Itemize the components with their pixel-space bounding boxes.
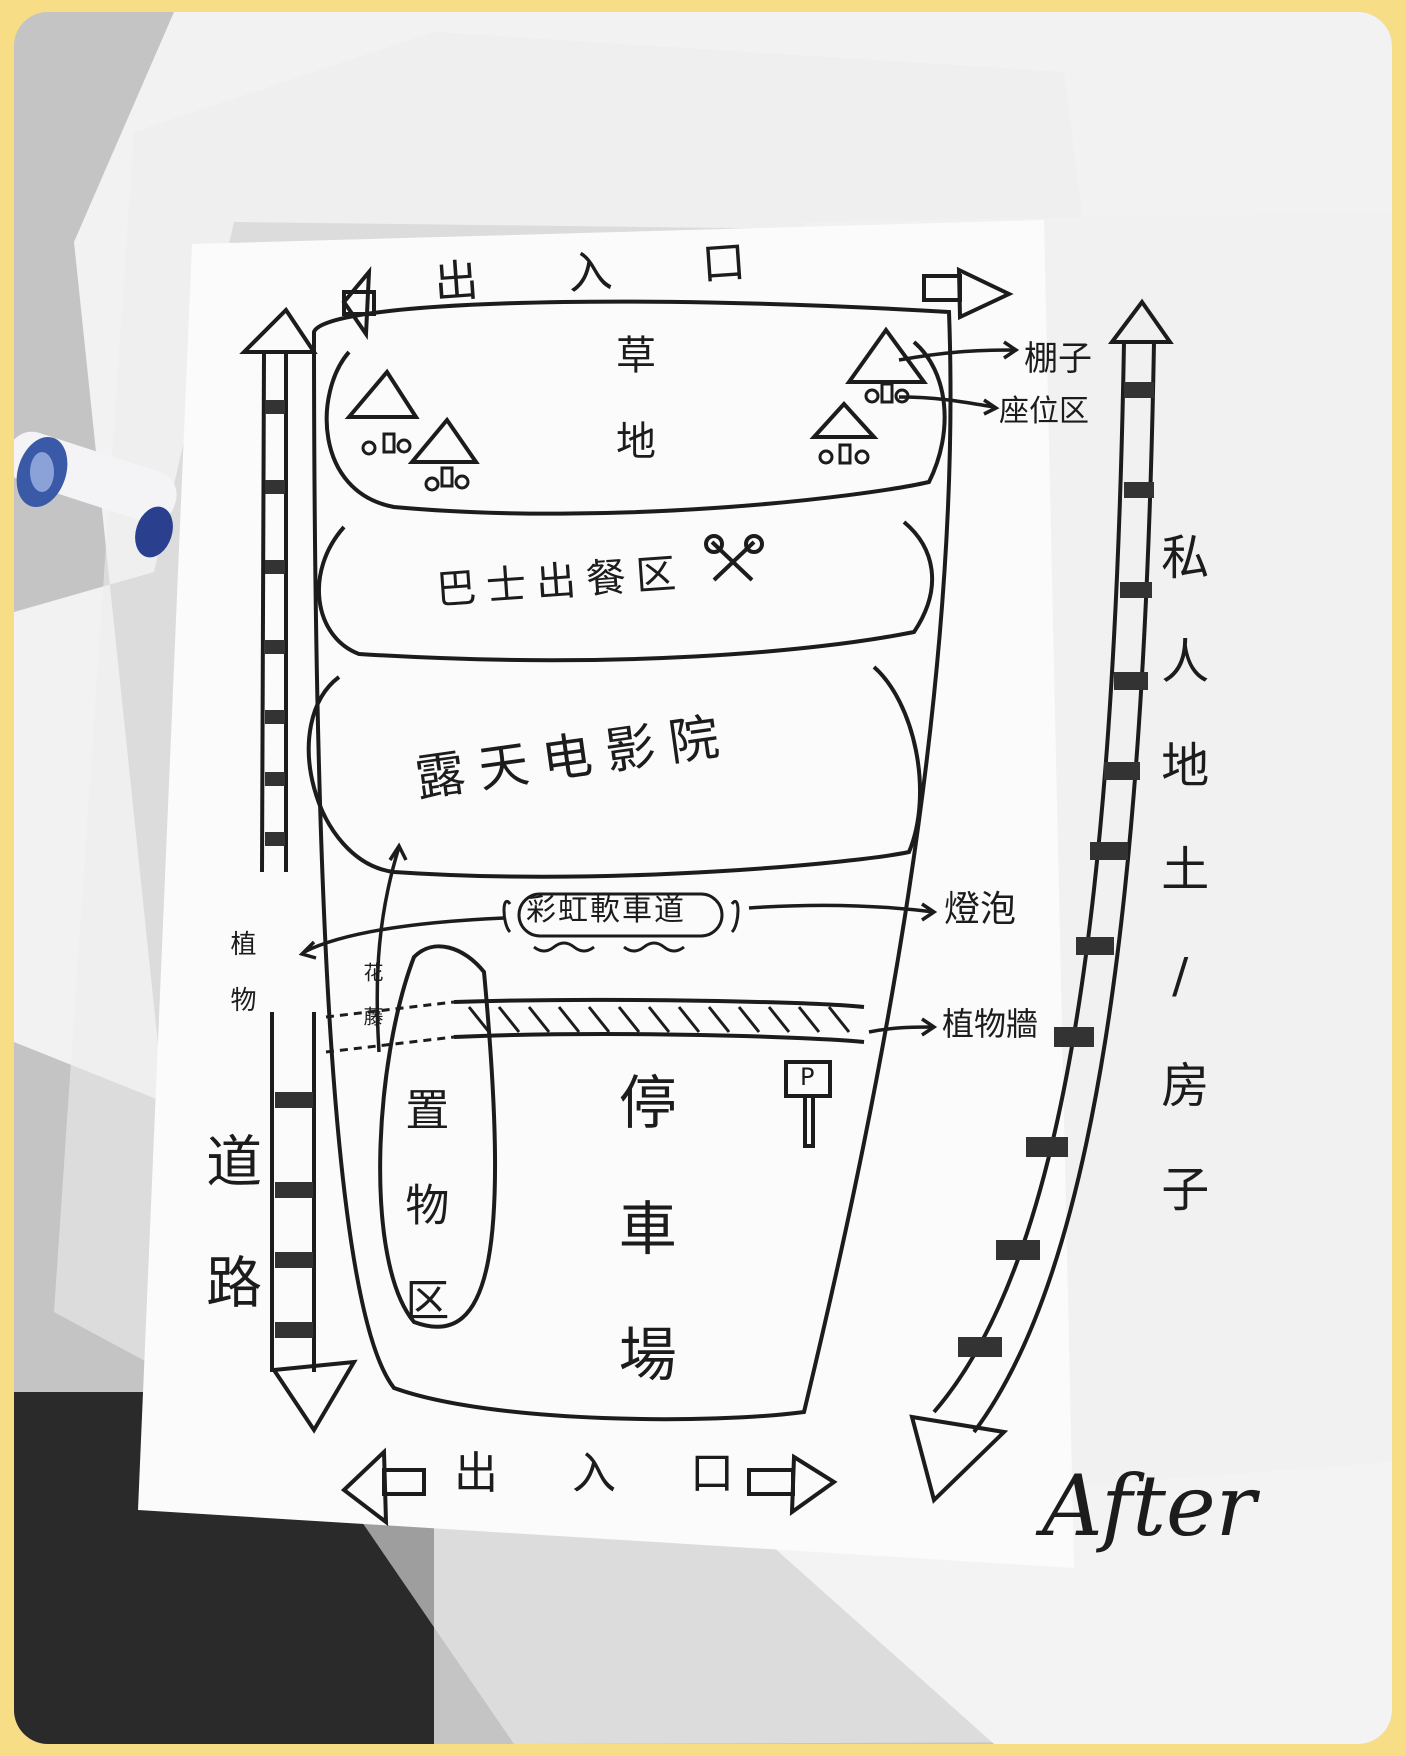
callout-arrows [298,340,1020,1053]
entrance-bottom-label: 出 入 口 [454,1448,764,1499]
road-left [239,306,358,1434]
tent-callout: 棚子 [1024,339,1092,379]
parking-sign-icon [784,1060,832,1148]
photo-frame: 出 入 口 出 入 口 草 地 巴士出餐区 露天电影院 彩虹軟車道 花 藤 置 … [14,12,1392,1744]
plant-wall-callout: 植物牆 [942,1005,1039,1043]
rainbow-path-bracket [502,892,740,953]
parking-sign-letter: P [800,1063,815,1091]
road-label: 道 路 [196,1132,262,1309]
storage-label: 置 物 区 [397,1087,449,1321]
bus-dining-zone [316,520,935,663]
tent-icon [344,368,420,419]
road-right-stripes [958,382,1154,1357]
marker-pen-icon [14,431,177,558]
plants-callout: 植 物 [226,930,256,1012]
tent-icon [407,416,480,464]
private-land-label: 私 人 地 土 / 房 子 [1152,532,1209,1212]
road-left-stripes [265,400,313,1338]
parking-label: 停 車 場 [608,1072,677,1382]
flow-arrow [375,846,401,1053]
seating-callout: 座位区 [999,394,1089,429]
plant-wall-hatch [467,1006,851,1033]
flower-lines [325,1000,455,1054]
bulb-callout: 燈泡 [944,889,1017,930]
zone-outlines [306,340,947,1329]
flowers-label: 花 藤 [360,962,384,1026]
seating-icons [361,382,910,492]
tent-icon [809,401,879,439]
after-label: After [1042,1457,1256,1555]
plant-wall-line [453,997,865,1009]
venue-outline [311,299,953,1422]
storage-zone [378,944,498,1329]
sketch-scene [14,12,1392,1744]
fork-knife-icon [704,534,764,582]
tent-icons [344,326,928,464]
lawn-zone [324,340,947,516]
rainbow-path-label: 彩虹軟車道 [526,893,686,928]
tent-icon [845,326,928,384]
entrance-arrows [340,266,1014,1527]
lawn-label: 草 地 [609,334,655,460]
cinema-zone [306,665,922,879]
